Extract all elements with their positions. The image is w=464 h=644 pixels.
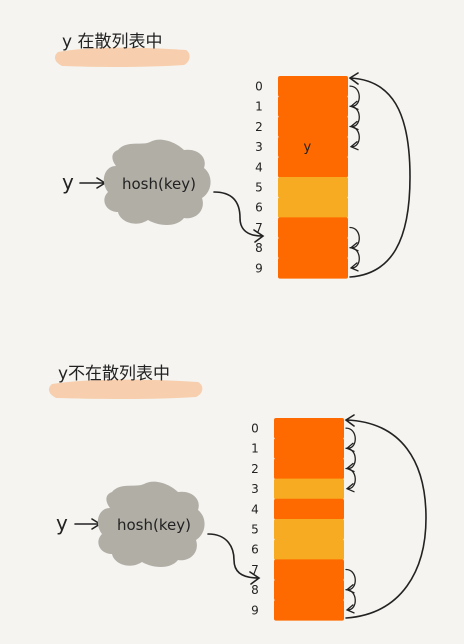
hash-arrow: [207, 533, 261, 585]
panel-found: y 在散列表中 y hosh(key) 0 1 2 3 y 4 5 6 7 8 9: [54, 32, 411, 279]
slot-index-7: 7: [251, 563, 259, 577]
slot-index-3: 3: [251, 482, 259, 496]
table-slot-0: [274, 418, 344, 439]
hash-function-cloud: [103, 139, 211, 225]
table-slot-4: [274, 498, 344, 520]
slot-index-9: 9: [255, 261, 263, 275]
probe-arrow: [349, 125, 360, 151]
hash-function-label: hosh(key): [122, 175, 196, 193]
slot-index-9: 9: [251, 603, 259, 617]
wrap-around-arrow: [348, 72, 411, 278]
table-slot-7: [274, 559, 344, 581]
probe-arrow: [349, 247, 360, 272]
slot-index-0: 0: [251, 422, 259, 436]
table-slot-4: [278, 156, 348, 178]
slot-index-4: 4: [255, 160, 263, 174]
slot-index-2: 2: [255, 120, 263, 134]
slot-value-3: y: [304, 140, 312, 155]
table-slot-2: [278, 116, 348, 138]
wrap-around-arrow: [344, 414, 427, 619]
table-slot-7: [278, 217, 348, 239]
hash-function-label: hosh(key): [117, 516, 191, 534]
slot-index-6: 6: [255, 201, 263, 215]
panel-title: y 在散列表中: [62, 32, 162, 52]
slot-index-1: 1: [251, 442, 259, 456]
table-slot-6: [274, 539, 344, 560]
hash-table: 0 1 2 3 y 4 5 6 7 8 9: [255, 76, 360, 279]
input-key: y: [62, 170, 74, 194]
table-slot-5: [278, 177, 348, 198]
hash-table: 0 1 2 3 4 5 6 7 8 9: [251, 418, 356, 621]
hash-function-cloud: [97, 481, 205, 567]
table-slot-1: [274, 438, 344, 459]
panel-not-found: y不在散列表中 y hosh(key) 0 1 2 3 4 5 6 7 8 9: [48, 364, 427, 621]
table-slot-6: [278, 197, 348, 218]
table-slot-3: [278, 136, 348, 158]
table-slot-5: [274, 519, 344, 540]
probe-arrow: [345, 589, 356, 614]
table-slot-8: [274, 579, 344, 601]
table-slot-9: [274, 599, 344, 621]
table-slot-3: [274, 478, 344, 500]
hash-arrow: [213, 191, 265, 243]
slot-index-7: 7: [255, 221, 263, 235]
slot-index-0: 0: [255, 80, 263, 94]
input-key: y: [56, 511, 68, 535]
slot-index-1: 1: [255, 100, 263, 114]
slot-index-8: 8: [255, 241, 263, 255]
slot-index-8: 8: [251, 583, 259, 597]
slot-index-5: 5: [251, 523, 259, 537]
slot-index-4: 4: [251, 502, 259, 516]
slot-index-5: 5: [255, 181, 263, 195]
slot-index-2: 2: [251, 462, 259, 476]
table-slot-1: [278, 96, 348, 117]
title-highlight: [48, 379, 203, 399]
slot-index-6: 6: [251, 543, 259, 557]
table-slot-8: [278, 237, 348, 259]
table-slot-9: [278, 257, 348, 279]
probe-arrow: [345, 467, 356, 493]
table-slot-0: [278, 76, 348, 97]
slot-index-3: 3: [255, 140, 263, 154]
title-highlight: [54, 47, 190, 67]
panel-title: y不在散列表中: [58, 364, 170, 384]
table-slot-2: [274, 458, 344, 480]
